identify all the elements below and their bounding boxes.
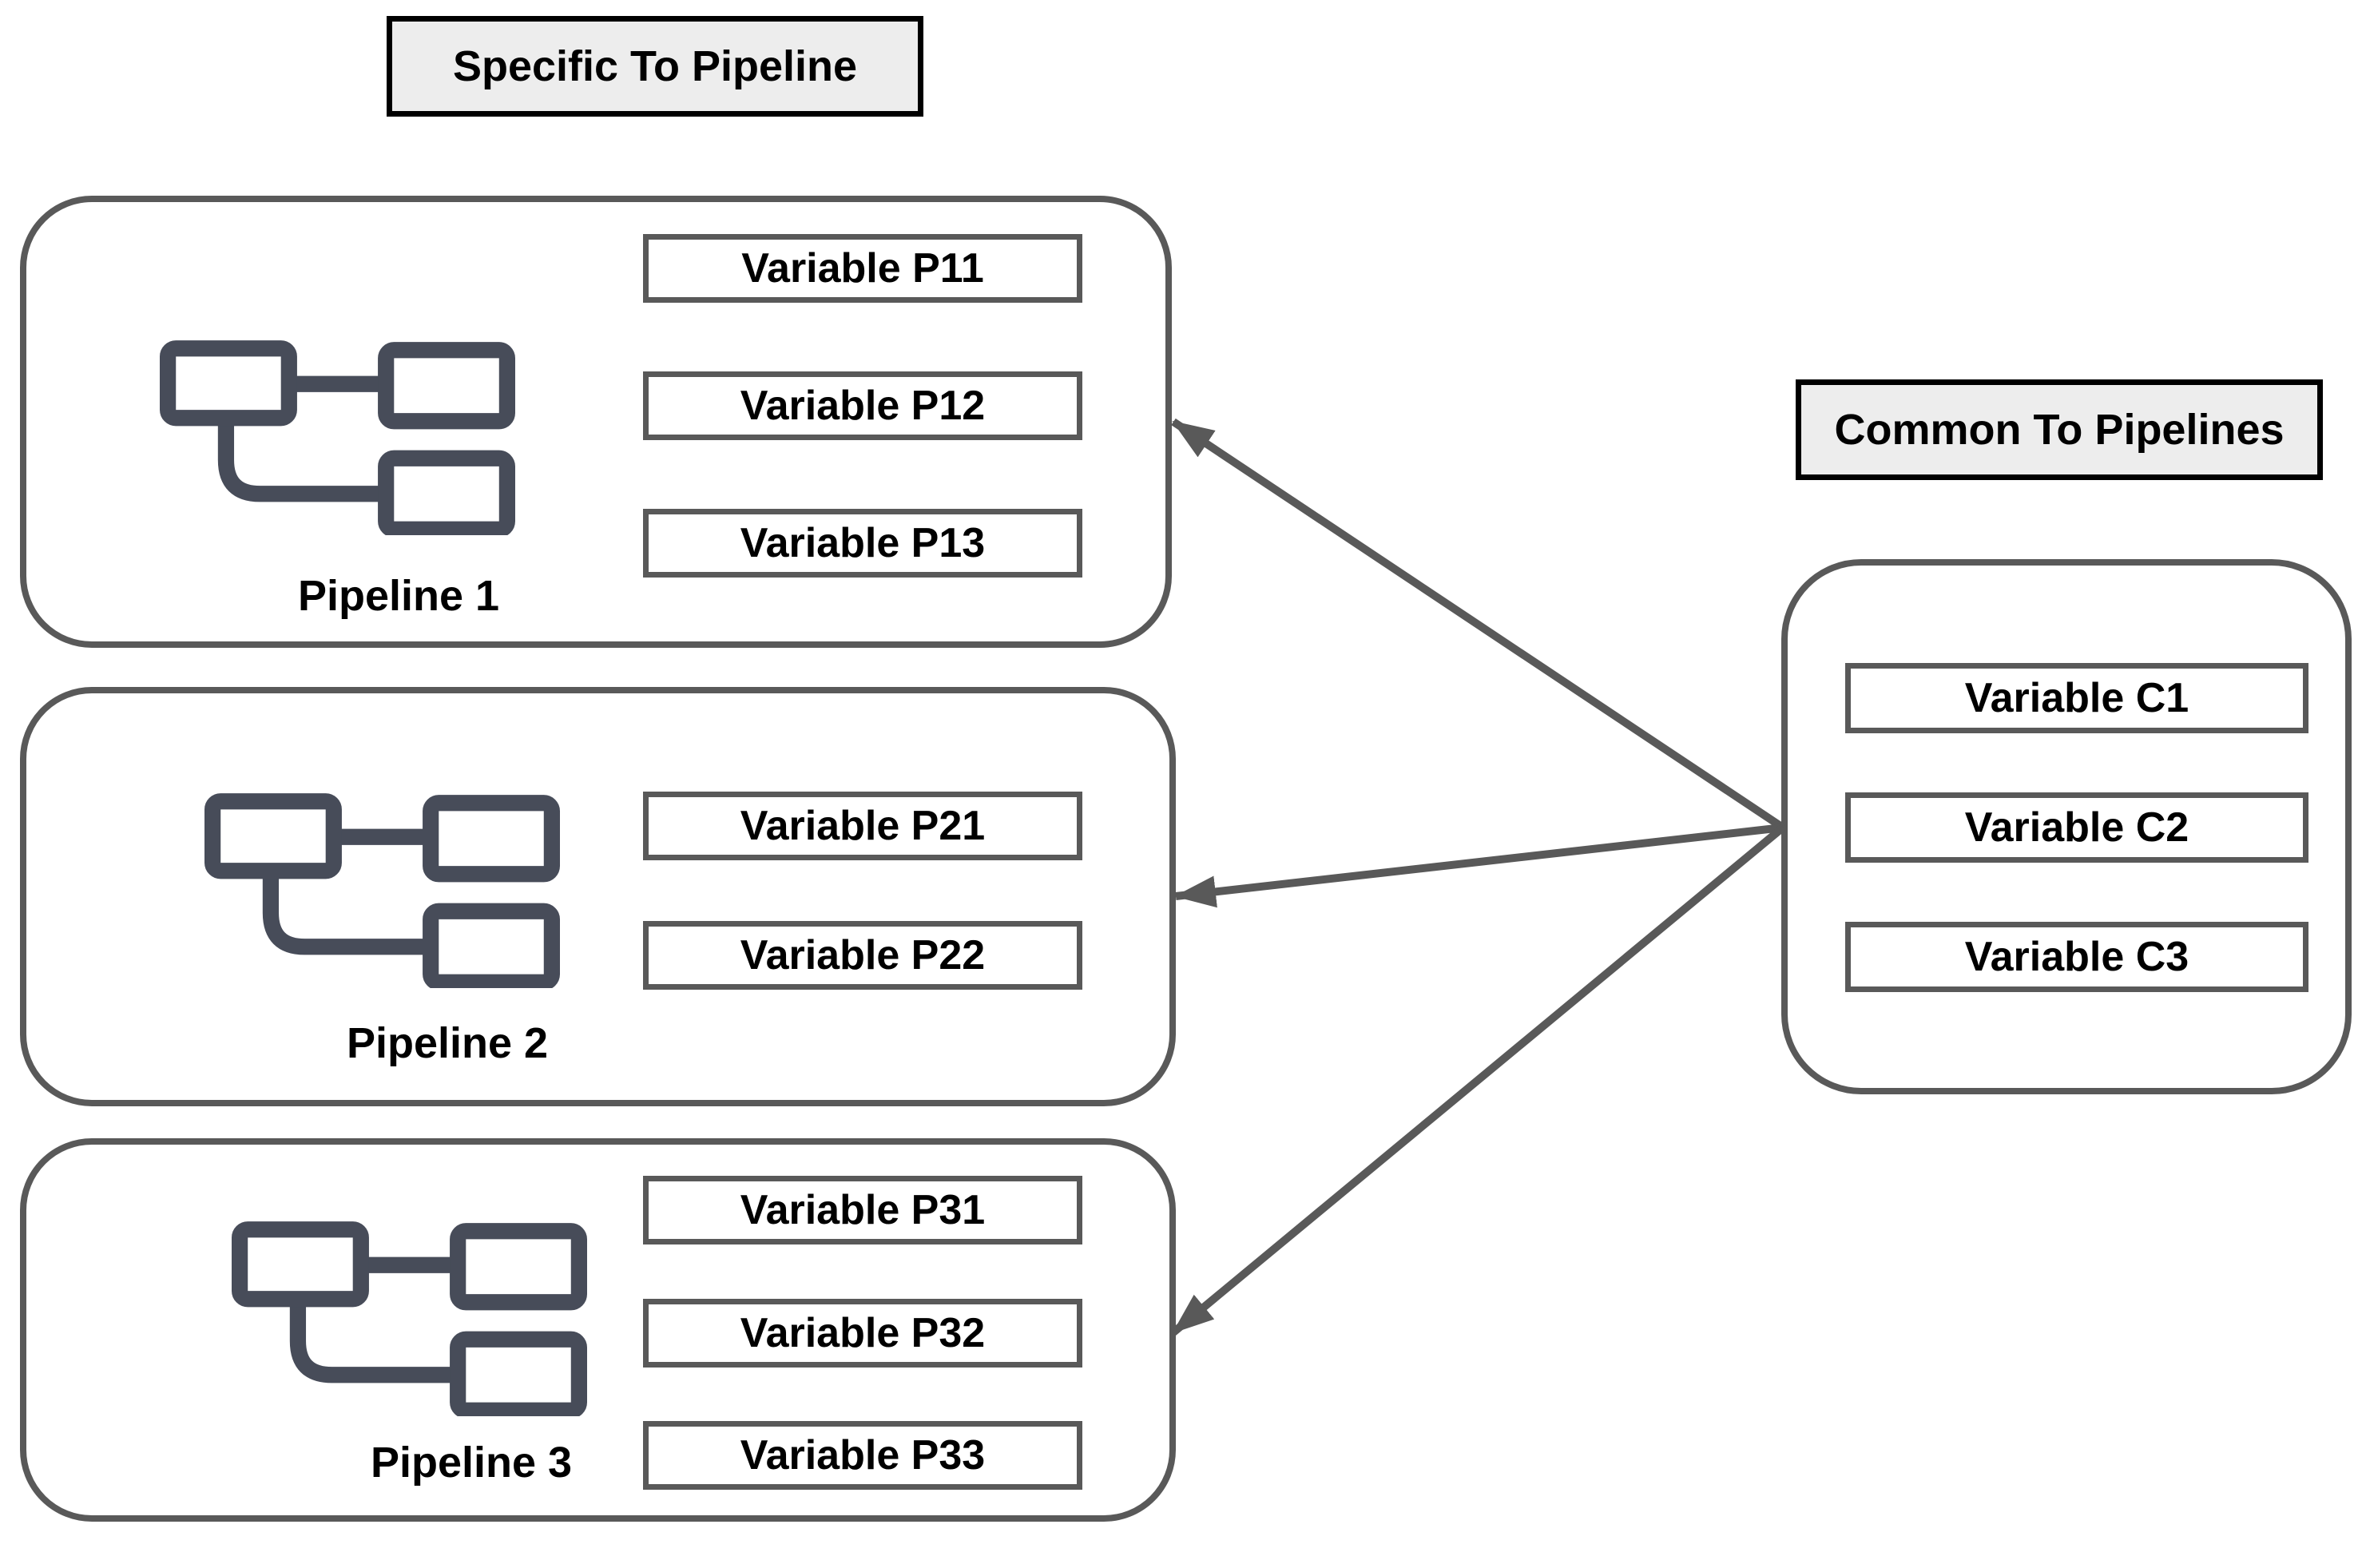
- variable-p32-box: Variable P32: [643, 1299, 1082, 1368]
- variable-p22-text: Variable P22: [740, 932, 986, 979]
- variable-p31-text: Variable P31: [740, 1187, 986, 1233]
- variable-p33-box: Variable P33: [643, 1421, 1082, 1490]
- variable-p13-text: Variable P13: [740, 520, 986, 566]
- variable-p12-box: Variable P12: [643, 371, 1082, 440]
- variable-p11-box: Variable P11: [643, 234, 1082, 303]
- pipeline-icon: [160, 340, 515, 535]
- variable-c3-text: Variable C3: [1964, 934, 2189, 980]
- arrow-common-to-pipeline-3: [1170, 824, 1786, 1336]
- variable-c1-text: Variable C1: [1964, 675, 2189, 721]
- variable-p32-text: Variable P32: [740, 1310, 986, 1356]
- pipeline-icon: [232, 1221, 587, 1416]
- variable-p22-box: Variable P22: [643, 921, 1082, 990]
- variable-p21-box: Variable P21: [643, 792, 1082, 860]
- common-to-pipelines-label-text: Common To Pipelines: [1834, 406, 2285, 454]
- variable-p13-box: Variable P13: [643, 509, 1082, 578]
- variable-c1-box: Variable C1: [1845, 663, 2308, 733]
- specific-to-pipeline-label: Specific To Pipeline: [387, 16, 923, 117]
- pipeline-icon: [204, 793, 560, 988]
- variable-p33-text: Variable P33: [740, 1432, 986, 1479]
- specific-to-pipeline-label-text: Specific To Pipeline: [452, 42, 858, 90]
- variable-p31-box: Variable P31: [643, 1176, 1082, 1244]
- pipeline-2-container: [20, 687, 1176, 1106]
- pipeline-1-name: Pipeline 1: [297, 572, 500, 620]
- pipeline-2-name: Pipeline 2: [346, 1019, 549, 1067]
- common-to-pipelines-label: Common To Pipelines: [1796, 379, 2323, 480]
- variable-c2-box: Variable C2: [1845, 792, 2308, 863]
- pipeline-3-name: Pipeline 3: [370, 1439, 573, 1487]
- arrow-common-to-pipeline-2: [1174, 824, 1784, 908]
- arrow-common-to-pipeline-1: [1171, 418, 1785, 832]
- variable-p12-text: Variable P12: [740, 383, 986, 429]
- variable-c2-text: Variable C2: [1964, 804, 2189, 851]
- variable-p21-text: Variable P21: [740, 803, 986, 849]
- variable-c3-box: Variable C3: [1845, 922, 2308, 992]
- variable-p11-text: Variable P11: [741, 245, 984, 292]
